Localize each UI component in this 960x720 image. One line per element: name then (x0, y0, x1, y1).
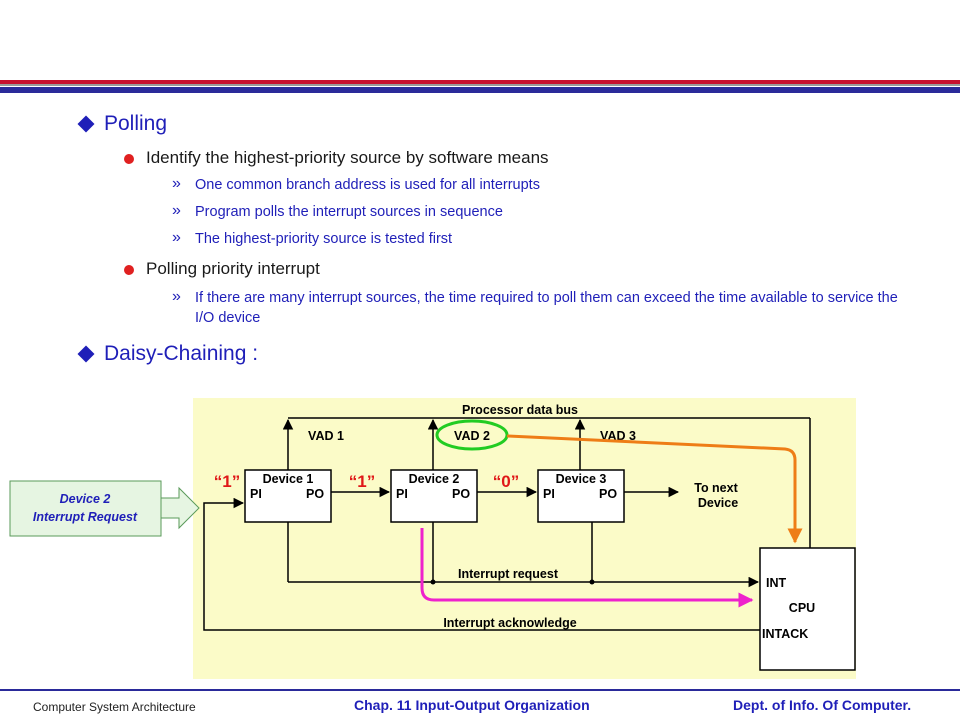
to-next-label-1: To next (694, 481, 738, 495)
polling-sub1-item: One common branch address is used for al… (195, 177, 540, 193)
diamond-bullet-icon (77, 345, 95, 363)
raquo-bullet-icon: » (172, 288, 181, 305)
polling-sub1-item: The highest-priority source is tested fi… (195, 231, 453, 247)
polling-heading: Polling (104, 112, 168, 135)
callout-line1: Device 2 (60, 492, 111, 506)
orange-vad-path (506, 434, 803, 544)
value-device3: “0” (493, 472, 519, 491)
device2-interrupt-callout (9, 480, 162, 537)
device3-box (537, 469, 625, 523)
data-bus-label: Processor data bus (462, 403, 578, 417)
cpu-int-label: INT (766, 576, 787, 590)
polling-sub1-item: Program polls the interrupt sources in s… (195, 204, 503, 220)
cpu-intack-label: INTACK (762, 627, 808, 641)
vad2-label: VAD 2 (454, 429, 490, 443)
magenta-request-path (420, 528, 754, 608)
device3-pi: PI (543, 487, 555, 501)
header-rule-gray (0, 84, 960, 86)
device1-box (244, 469, 332, 523)
device1-pi: PI (250, 487, 262, 501)
intack-line (203, 497, 760, 631)
device3-label: Device 3 (556, 472, 607, 486)
interrupt-acknowledge-label: Interrupt acknowledge (443, 616, 576, 630)
red-dot-bullet-icon (124, 265, 134, 275)
footer-dept: Dept. of Info. Of Computer. (733, 697, 912, 713)
vad2-highlight-oval (435, 419, 509, 451)
vad1-label: VAD 1 (308, 429, 344, 443)
callout-arrow (160, 486, 200, 530)
red-dot-bullet-icon (124, 154, 134, 164)
to-next-label-2: Device (698, 496, 738, 510)
callout-line2: Interrupt Request (33, 510, 138, 524)
diamond-bullet-icon (77, 115, 95, 133)
polling-sub1: Identify the highest-priority source by … (146, 148, 549, 167)
footer-chapter: Chap. 11 Input-Output Organization (354, 697, 590, 713)
device2-pi: PI (396, 487, 408, 501)
polling-sub2-item: If there are many interrupt sources, the… (195, 290, 898, 326)
device3-po: PO (599, 487, 617, 501)
footer-rule (0, 689, 960, 691)
polling-sub2: Polling priority interrupt (146, 259, 320, 278)
interrupt-request-label: Interrupt request (458, 567, 559, 581)
header-rule-blue (0, 87, 960, 93)
raquo-bullet-icon: » (172, 175, 181, 192)
footer-course: Computer System Architecture (33, 700, 196, 714)
device2-box (390, 469, 478, 523)
value-device2: “1” (349, 472, 375, 491)
value-device1: “1” (214, 472, 240, 491)
cpu-label: CPU (789, 601, 815, 615)
ireq-junction (430, 579, 436, 585)
ireq-junction (589, 579, 595, 585)
device2-po: PO (452, 487, 470, 501)
cpu-box (759, 547, 856, 671)
device1-label: Device 1 (263, 472, 314, 486)
raquo-bullet-icon: » (172, 229, 181, 246)
vad3-label: VAD 3 (600, 429, 636, 443)
header-rule-red (0, 80, 960, 84)
diagram-panel (193, 398, 856, 679)
device1-po: PO (306, 487, 324, 501)
device2-label: Device 2 (409, 472, 460, 486)
raquo-bullet-icon: » (172, 202, 181, 219)
daisy-chaining-heading: Daisy-Chaining : (104, 342, 259, 365)
